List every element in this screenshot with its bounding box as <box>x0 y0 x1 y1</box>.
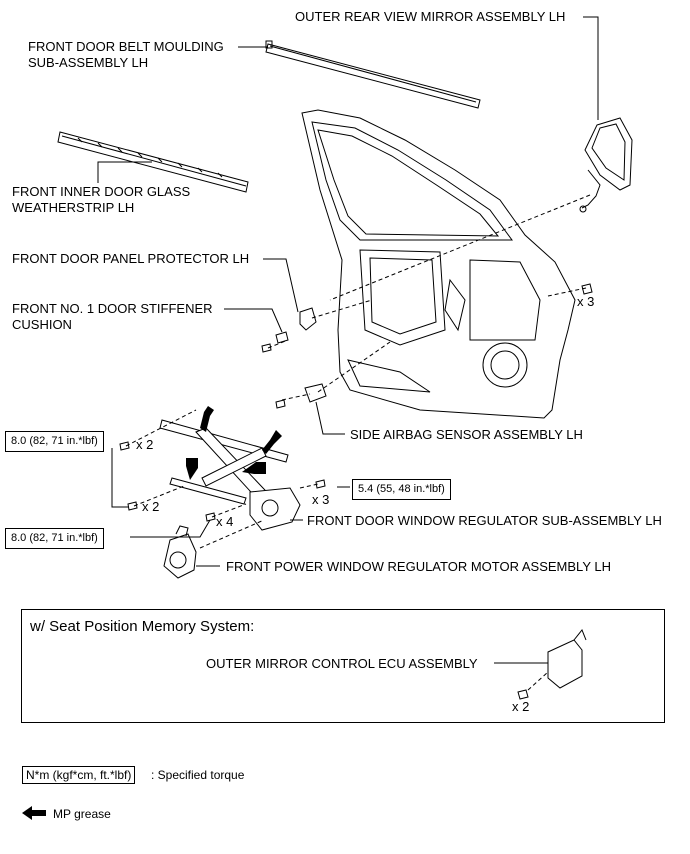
label-panel-protector: FRONT DOOR PANEL PROTECTOR LH <box>12 251 250 266</box>
weatherstrip-illustration <box>57 131 249 193</box>
outer-mirror-illustration <box>579 117 633 213</box>
legend-torque-key: N*m (kgf*cm, ft.*lbf) <box>22 766 136 784</box>
label-regulator: FRONT DOOR WINDOW REGULATOR SUB-ASSEMBLY… <box>307 513 662 528</box>
label-weatherstrip: FRONT INNER DOOR GLASS WEATHERSTRIP LH <box>12 184 191 215</box>
qty-mirror-nuts: x 3 <box>577 294 595 309</box>
torque-box-upper: 8.0 (82, 71 in.*lbf) <box>5 431 104 452</box>
qty-upper-bolts: x 2 <box>136 437 154 452</box>
qty-lower-bolts: x 2 <box>142 499 160 514</box>
panel-title: w/ Seat Position Memory System: <box>30 618 255 635</box>
qty-ecu-screws: x 2 <box>512 699 530 714</box>
torque-box-right: 5.4 (55, 48 in.*lbf) <box>352 479 451 500</box>
seat-memory-panel: w/ Seat Position Memory System: <box>21 609 665 723</box>
window-regulator-illustration <box>119 419 326 531</box>
airbag-sensor-illustration <box>275 383 327 409</box>
legend-grease-text: MP grease <box>53 807 111 821</box>
grease-arrows <box>22 406 282 820</box>
label-regulator-motor: FRONT POWER WINDOW REGULATOR MOTOR ASSEM… <box>226 559 611 574</box>
door-body-illustration <box>301 109 576 419</box>
regulator-motor-illustration <box>163 525 197 579</box>
ecu-illustration <box>517 629 587 700</box>
legend-torque-text: : Specified torque <box>151 768 245 782</box>
label-ecu: OUTER MIRROR CONTROL ECU ASSEMBLY <box>206 656 478 671</box>
qty-motor-bolts: x 4 <box>216 514 234 529</box>
qty-regulator-bolts: x 3 <box>312 492 330 507</box>
belt-moulding-illustration <box>265 40 481 109</box>
label-belt-moulding: FRONT DOOR BELT MOULDING SUB-ASSEMBLY LH <box>28 39 224 70</box>
torque-box-lower: 8.0 (82, 71 in.*lbf) <box>5 528 104 549</box>
panel-protector-illustration <box>261 307 317 353</box>
label-airbag-sensor: SIDE AIRBAG SENSOR ASSEMBLY LH <box>350 427 583 442</box>
label-stiffener-cushion: FRONT NO. 1 DOOR STIFFENER CUSHION <box>12 301 213 332</box>
label-outer-mirror: OUTER REAR VIEW MIRROR ASSEMBLY LH <box>295 9 566 24</box>
